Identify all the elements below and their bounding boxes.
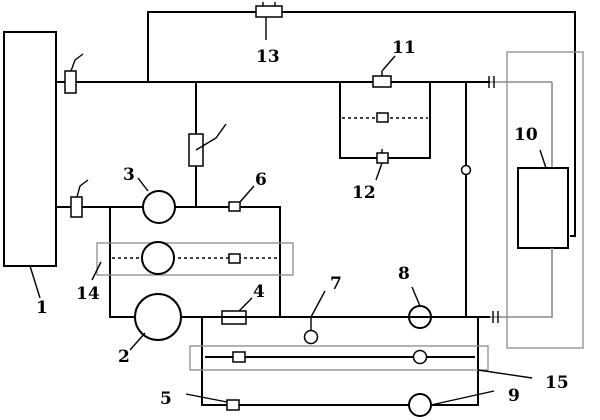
box-3-6 <box>109 206 281 318</box>
valve-15 <box>232 351 246 363</box>
leader-15 <box>477 369 533 379</box>
valve-vertical-handle <box>195 123 227 151</box>
leader-3 <box>137 177 149 192</box>
label-15: 15 <box>545 373 569 393</box>
label-3: 3 <box>123 165 135 185</box>
valve-13 <box>255 5 283 18</box>
leader-8 <box>411 286 421 307</box>
lower-box <box>201 316 479 406</box>
label-6: 6 <box>255 170 267 190</box>
leader-9 <box>430 390 495 406</box>
valve-11 <box>372 75 392 88</box>
valve-upper-left <box>64 70 77 94</box>
indicator-circle <box>460 164 472 176</box>
label-14: 14 <box>76 284 100 304</box>
label-12: 12 <box>352 183 376 203</box>
label-10: 10 <box>514 125 538 145</box>
valve-6 <box>228 201 241 212</box>
label-7: 7 <box>330 274 342 294</box>
grey-box-14 <box>96 242 294 276</box>
leader-14 <box>91 261 102 281</box>
label-2: 2 <box>118 347 130 367</box>
component-10-box <box>517 167 569 249</box>
leader-1 <box>29 265 41 299</box>
grey-enclosure <box>506 51 584 349</box>
valve-mid-11-12 <box>376 112 389 123</box>
pump-2 <box>134 293 182 341</box>
pump-3 <box>142 190 176 224</box>
label-9: 9 <box>508 386 520 406</box>
circle-15 <box>412 349 428 365</box>
leader-7 <box>310 290 326 318</box>
label-4: 4 <box>253 282 265 302</box>
leader-6 <box>239 185 255 203</box>
leader-11 <box>381 55 396 72</box>
component-1-block <box>3 31 57 267</box>
label-5: 5 <box>160 389 172 409</box>
leader-5 <box>185 393 228 403</box>
leader-10 <box>539 149 547 169</box>
label-1: 1 <box>36 298 48 318</box>
leader-4 <box>238 297 253 312</box>
pump-14 <box>141 241 175 275</box>
valve-14 <box>228 253 241 264</box>
pump-9 <box>408 393 432 417</box>
bypass-line-13 <box>147 11 576 237</box>
valve-mid-left <box>70 196 83 218</box>
label-13: 13 <box>256 47 280 67</box>
leader-12 <box>375 162 383 181</box>
sensor-7 <box>303 329 319 345</box>
grey-box-15 <box>189 345 489 371</box>
valve-mid-left-handle <box>76 179 89 198</box>
valve-upper-left-handle <box>70 53 84 72</box>
valve-12 <box>376 152 389 164</box>
label-11: 11 <box>392 38 416 58</box>
label-8: 8 <box>398 264 410 284</box>
leader-2 <box>129 332 146 351</box>
valve-5 <box>226 399 240 411</box>
